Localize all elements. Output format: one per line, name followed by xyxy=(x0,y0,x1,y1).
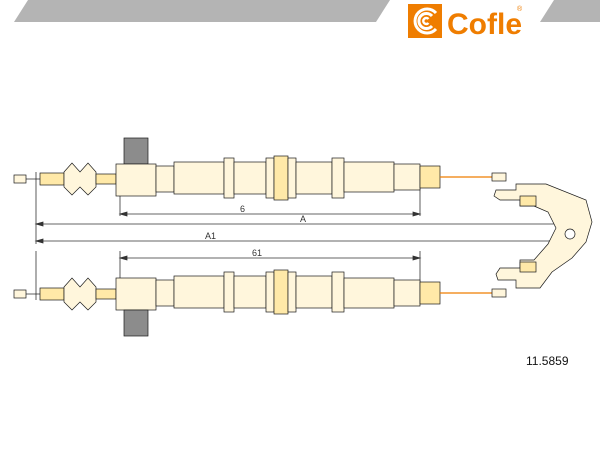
adjuster-nut-upper xyxy=(39,172,65,186)
dim-arrow xyxy=(412,255,422,261)
logo-c-outer xyxy=(413,7,438,35)
end-fitting-upper xyxy=(419,165,441,189)
sheath-seg-4-lower xyxy=(343,277,395,309)
yoke-clamp-lower xyxy=(519,261,537,273)
sheath-seg-4-upper xyxy=(343,161,395,193)
lower-cable-assembly xyxy=(13,269,507,337)
dim-label-a1: A1 xyxy=(205,231,216,241)
collar-upper xyxy=(155,165,175,193)
grommet-5-lower xyxy=(331,271,345,313)
dim-label-a: A xyxy=(300,214,306,224)
end-fitting-lower xyxy=(419,281,441,305)
yoke-outline xyxy=(493,183,593,289)
mount-bracket-bottom-lower xyxy=(123,309,149,337)
adjuster-nut-lower xyxy=(39,287,65,301)
grommet-1-lower xyxy=(223,271,235,313)
sleeve-lower xyxy=(95,288,117,300)
dim-arrow xyxy=(118,255,128,261)
sheath-seg-1-upper xyxy=(173,161,225,195)
collar-lower xyxy=(155,279,175,307)
grommet-4-lower xyxy=(287,271,297,313)
bracket-body-lower xyxy=(115,277,157,311)
upper-cable-assembly xyxy=(13,137,507,201)
sheath-seg-3-lower xyxy=(295,275,333,309)
sheath-seg-5-upper xyxy=(393,163,421,191)
dim-arrow xyxy=(412,211,422,217)
logo-wordmark: Cofle xyxy=(447,8,522,41)
dim-label-6: 6 xyxy=(240,204,245,214)
grommet-3-lower xyxy=(273,269,289,315)
header-band-left xyxy=(14,0,390,22)
cofle-logo: Cofle ® xyxy=(408,4,523,41)
sheath-seg-1-lower xyxy=(173,275,225,309)
yoke-pivot xyxy=(564,228,576,240)
sheath-seg-2-lower xyxy=(233,275,267,309)
logo-trademark: ® xyxy=(517,5,523,13)
boot-lower xyxy=(63,277,97,311)
grommet-4-upper xyxy=(287,157,297,199)
cable-nipple-upper xyxy=(491,172,507,182)
bracket-body-upper xyxy=(115,163,157,197)
sheath-seg-5-lower xyxy=(393,279,421,307)
logo-c-inner xyxy=(422,16,430,26)
sleeve-upper xyxy=(95,173,117,185)
part-number: 11.5859 xyxy=(526,354,569,368)
equalizer-yoke xyxy=(493,183,593,289)
boot-upper xyxy=(63,162,97,196)
grommet-2-lower xyxy=(265,271,275,313)
dim-arrow xyxy=(118,211,128,217)
mount-bracket-top-upper xyxy=(123,137,149,165)
logo-c-middle xyxy=(417,12,434,30)
grommet-2-upper xyxy=(265,157,275,199)
header-band-right xyxy=(540,0,600,22)
grommet-5-upper xyxy=(331,157,345,199)
sheath-seg-2-upper xyxy=(233,161,267,195)
dim-arrow xyxy=(34,238,44,244)
grommet-1-upper xyxy=(223,157,235,199)
dim-arrow xyxy=(34,221,44,227)
threaded-end-upper xyxy=(13,174,27,184)
yoke-clamp-upper xyxy=(519,195,537,207)
dim-label-61: 61 xyxy=(252,248,262,258)
threaded-end-lower xyxy=(13,289,27,299)
sheath-seg-3-upper xyxy=(295,161,333,195)
cable-nipple-lower xyxy=(491,288,507,298)
grommet-3-upper xyxy=(273,155,289,201)
